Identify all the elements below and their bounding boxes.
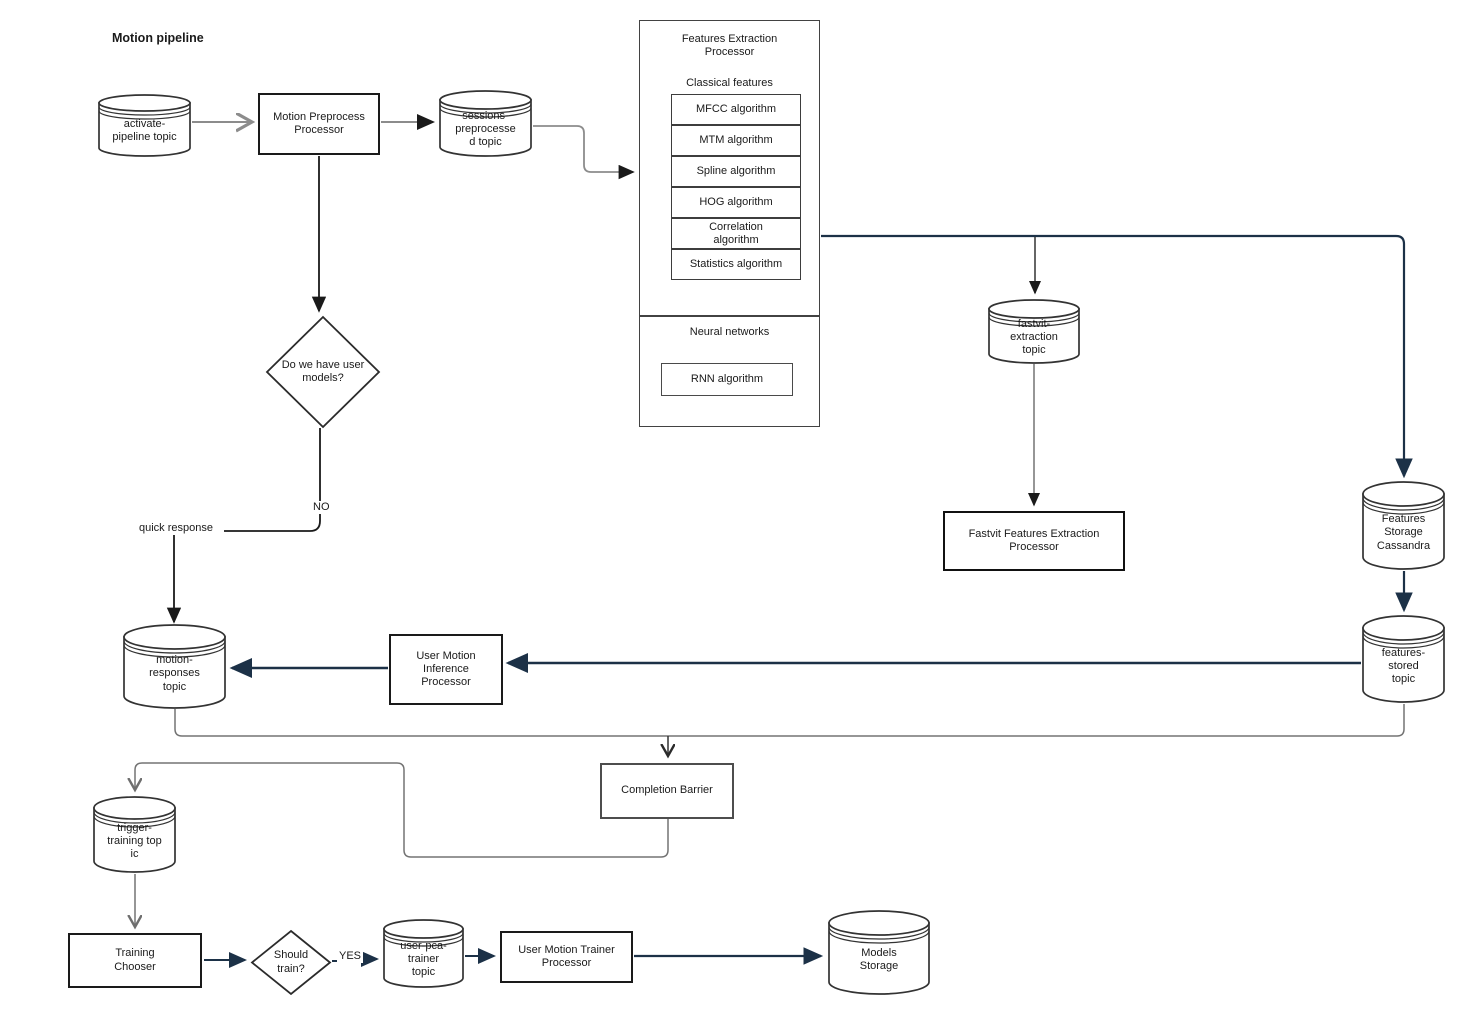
processor-fastvit-features-extraction-label: Fastvit Features Extraction Processor bbox=[968, 527, 1100, 553]
cylinder-shape bbox=[383, 919, 464, 988]
topic-features-stored: features- stored topic bbox=[1362, 615, 1445, 703]
edge-features-extraction-to-cassandra bbox=[821, 234, 1413, 479]
processor-user-motion-trainer-label: User Motion Trainer Processor bbox=[518, 943, 615, 969]
algorithm-spline: Spline algorithm bbox=[671, 156, 801, 187]
neural-networks-label: Neural networks bbox=[689, 326, 770, 338]
cylinder-shape bbox=[98, 94, 191, 157]
cylinder-shape bbox=[828, 910, 930, 995]
topic-motion-responses: motion- responses topic bbox=[123, 624, 226, 709]
storage-features-cassandra-label: Features Storage Cassandra bbox=[1376, 513, 1431, 552]
processor-completion-barrier: Completion Barrier bbox=[600, 763, 734, 819]
topic-user-pca-trainer-label: user-pca- trainer topic bbox=[400, 939, 447, 979]
topic-features-stored-label: features- stored topic bbox=[1381, 646, 1426, 686]
algorithm-hog: HOG algorithm bbox=[671, 187, 801, 218]
decision-have-user-models: Do we have user models? bbox=[265, 315, 381, 429]
algorithm-rnn: RNN algorithm bbox=[661, 363, 793, 396]
topic-trigger-training-label: trigger- training top ic bbox=[107, 821, 162, 861]
processor-user-motion-trainer: User Motion Trainer Processor bbox=[500, 931, 633, 983]
topic-activate-pipeline-label: activate- pipeline topic bbox=[112, 117, 177, 143]
processor-motion-preprocess-label: Motion Preprocess Processor bbox=[273, 110, 365, 136]
cylinder-shape bbox=[1362, 615, 1445, 703]
topic-user-pca-trainer: user-pca- trainer topic bbox=[383, 919, 464, 988]
diamond-shape bbox=[265, 315, 381, 429]
decision-should-train: Should train? bbox=[250, 929, 332, 996]
processor-training-chooser: Training Chooser bbox=[68, 933, 202, 988]
edge-completion-to-trigger-training bbox=[135, 762, 669, 858]
decision-should-train-label: Should train? bbox=[273, 949, 309, 975]
algorithm-correlation: Correlation algorithm bbox=[671, 218, 801, 249]
storage-models: Models Storage bbox=[828, 910, 930, 995]
decision-have-user-models-label: Do we have user models? bbox=[281, 358, 365, 384]
storage-models-label: Models Storage bbox=[859, 946, 899, 972]
processor-completion-barrier-label: Completion Barrier bbox=[621, 784, 713, 797]
topic-motion-responses-label: motion- responses topic bbox=[149, 654, 200, 693]
diamond-shape bbox=[250, 929, 332, 996]
features-extraction-processor-group: Features Extraction Processor Classical … bbox=[639, 20, 820, 316]
topic-trigger-training: trigger- training top ic bbox=[93, 796, 176, 873]
processor-user-motion-inference-label: User Motion Inference Processor bbox=[416, 649, 476, 689]
topic-fastvit-extraction-label: fastvit- extraction topic bbox=[1010, 317, 1058, 357]
edge-label-quick-response: quick response bbox=[137, 522, 215, 535]
storage-features-cassandra: Features Storage Cassandra bbox=[1362, 481, 1445, 570]
edge-sessions-to-features-extraction bbox=[533, 125, 635, 180]
topic-fastvit-extraction: fastvit- extraction topic bbox=[988, 299, 1080, 364]
edge-label-no: NO bbox=[311, 501, 332, 514]
cylinder-shape bbox=[123, 624, 226, 709]
edge-join-motionresponses-featuresstored bbox=[174, 704, 1405, 737]
classical-features-label: Classical features bbox=[686, 77, 773, 89]
algorithm-statistics: Statistics algorithm bbox=[671, 249, 801, 280]
diagram-title: Motion pipeline bbox=[112, 31, 204, 45]
topic-sessions-preprocessed-label: sessions- preprocesse d topic bbox=[455, 109, 516, 149]
edge-label-yes: YES bbox=[337, 950, 364, 963]
topic-sessions-preprocessed: sessions- preprocesse d topic bbox=[439, 90, 532, 157]
processor-training-chooser-label: Training Chooser bbox=[114, 947, 156, 973]
edge-decision-no bbox=[224, 428, 321, 532]
neural-networks-group: Neural networks RNN algorithm bbox=[639, 316, 820, 427]
cylinder-shape bbox=[1362, 481, 1445, 570]
algorithm-mfcc: MFCC algorithm bbox=[671, 94, 801, 125]
cylinder-shape bbox=[93, 796, 176, 873]
cylinder-shape bbox=[439, 90, 532, 157]
cylinder-shape bbox=[988, 299, 1080, 364]
features-extraction-title: Features Extraction Processor bbox=[681, 33, 778, 59]
topic-activate-pipeline: activate- pipeline topic bbox=[98, 94, 191, 157]
processor-fastvit-features-extraction: Fastvit Features Extraction Processor bbox=[943, 511, 1125, 571]
processor-motion-preprocess: Motion Preprocess Processor bbox=[258, 93, 380, 155]
algorithm-mtm: MTM algorithm bbox=[671, 125, 801, 156]
processor-user-motion-inference: User Motion Inference Processor bbox=[389, 634, 503, 705]
